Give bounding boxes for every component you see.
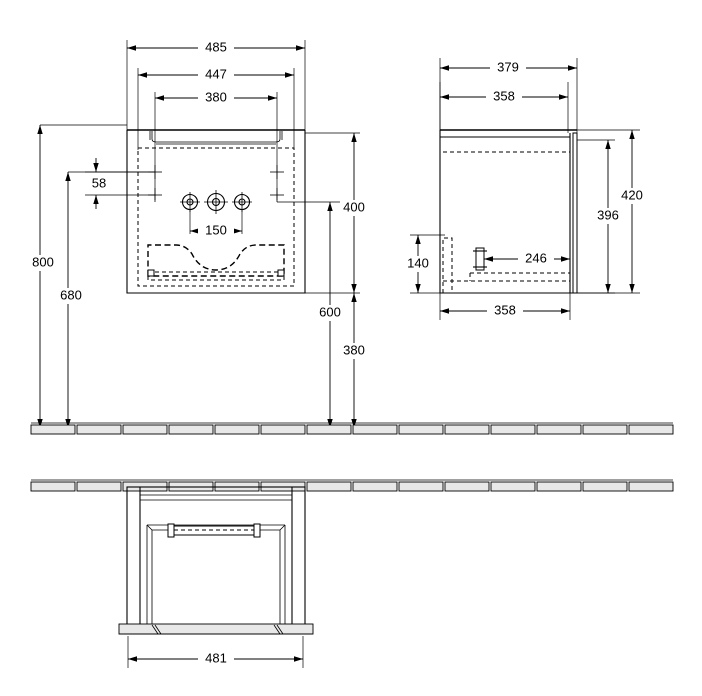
dimension-800: 800: [28, 124, 127, 428]
dimension-447: 447: [138, 66, 294, 83]
dimension-358-bottom: 358: [439, 293, 571, 320]
tap-holes-group: [180, 190, 252, 214]
basin-top-slab: [126, 129, 306, 294]
dimension-label-58: 58: [92, 175, 106, 190]
plan-base-slab: [118, 623, 314, 635]
dimension-246: 246: [484, 250, 570, 267]
dimension-400: 400: [305, 132, 372, 294]
dimension-label-246: 246: [525, 250, 547, 265]
dimension-label-380-width: 380: [205, 89, 227, 104]
dimension-485: 485: [127, 39, 305, 56]
tap-hole-center: [204, 190, 228, 214]
dimension-label-150: 150: [205, 222, 227, 237]
dimension-58: 58: [85, 158, 155, 209]
tile-row-upper: [30, 422, 674, 435]
side-cabinet-body: [439, 129, 578, 294]
dimension-680: 680: [56, 171, 155, 428]
basin-bowl-hidden: [147, 244, 285, 281]
side-hidden-details: [442, 237, 570, 293]
dimension-label-485: 485: [205, 39, 227, 54]
dimension-420: 420: [577, 129, 650, 294]
dimension-label-680: 680: [60, 287, 82, 302]
dimension-600: 600: [277, 201, 348, 428]
side-elevation-view: 379 358: [400, 58, 650, 320]
dimension-label-420: 420: [621, 187, 643, 202]
dimension-label-600: 600: [319, 304, 341, 319]
dimension-label-396: 396: [597, 207, 619, 222]
plan-view: 481: [118, 486, 314, 668]
front-elevation-view: 485 447 380: [28, 39, 372, 428]
dimension-358-top: 358: [440, 88, 568, 105]
dimension-label-481: 481: [205, 650, 227, 665]
dimension-380-vertical: 380: [336, 293, 372, 428]
dimension-label-379: 379: [497, 59, 519, 74]
dimension-label-400: 400: [343, 199, 365, 214]
dimension-label-380-vertical: 380: [343, 342, 365, 357]
tap-hole-left: [180, 192, 200, 212]
dimension-150: 150: [189, 210, 243, 239]
fixing-cross-top-right: [270, 165, 284, 179]
cabinet-hidden-outline: [137, 147, 295, 287]
dimension-label-140: 140: [407, 255, 429, 270]
front-extension-lines: [126, 40, 306, 200]
dimension-481: 481: [127, 636, 304, 668]
fixing-cross-bottom-right: [270, 188, 284, 202]
plan-handle-bar: [167, 523, 261, 538]
dimension-label-358-bottom: 358: [494, 302, 516, 317]
side-door-edge: [572, 132, 578, 294]
dimension-label-358-top: 358: [493, 88, 515, 103]
dimension-379: 379: [440, 59, 577, 76]
dimension-label-800: 800: [32, 254, 54, 269]
dimension-140: 140: [400, 234, 445, 294]
tap-hole-right: [232, 192, 252, 212]
dimension-label-447: 447: [205, 66, 227, 81]
dimension-380-width: 380: [155, 89, 277, 106]
